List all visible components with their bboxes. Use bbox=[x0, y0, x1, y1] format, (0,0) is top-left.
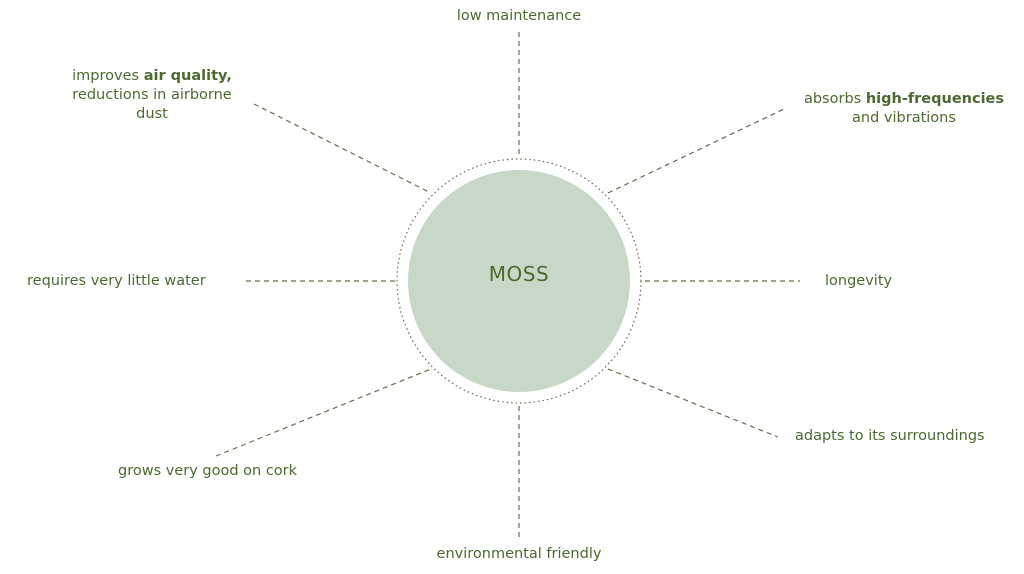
label-little-water-text: requires very little water bbox=[27, 273, 206, 289]
label-surroundings: adapts to its surroundings bbox=[795, 427, 985, 446]
label-cork: grows very good on cork bbox=[118, 462, 297, 481]
label-air-quality-line1: improves air quality, bbox=[52, 67, 252, 86]
label-air-quality-line2: reductions in airborne bbox=[72, 87, 232, 103]
label-environmental-text: environmental friendly bbox=[436, 546, 602, 562]
center-title: MOSS bbox=[488, 262, 550, 286]
connector-bottom-right bbox=[607, 368, 779, 438]
connector-top-right bbox=[607, 107, 787, 194]
label-high-frequencies-line1: absorbs high-frequencies bbox=[795, 90, 1013, 109]
label-little-water: requires very little water bbox=[27, 272, 206, 291]
center-circle bbox=[408, 170, 630, 392]
outer-dotted-ring bbox=[396, 158, 642, 404]
label-air-quality-line1a: improves bbox=[72, 68, 144, 84]
connector-top-left bbox=[253, 103, 432, 194]
label-air-quality: improves air quality, reductions in airb… bbox=[52, 67, 252, 124]
label-low-maintenance-text: low maintenance bbox=[456, 8, 582, 24]
label-cork-text: grows very good on cork bbox=[118, 463, 298, 479]
label-longevity: longevity bbox=[825, 272, 892, 291]
label-surroundings-text: adapts to its surroundings bbox=[795, 428, 985, 444]
label-environmental: environmental friendly bbox=[409, 545, 629, 564]
label-high-frequencies-line2: and vibrations bbox=[852, 110, 956, 126]
label-high-frequencies-line1a: absorbs bbox=[803, 91, 866, 107]
label-high-frequencies: absorbs high-frequencies and vibrations bbox=[795, 90, 1013, 128]
label-air-quality-line3: dust bbox=[136, 106, 168, 122]
connector-bottom-left bbox=[215, 368, 432, 457]
label-longevity-text: longevity bbox=[825, 273, 893, 289]
label-air-quality-line1b: air quality, bbox=[143, 68, 232, 84]
label-low-maintenance: low maintenance bbox=[419, 7, 619, 26]
label-high-frequencies-line1b: high-frequencies bbox=[865, 91, 1005, 107]
